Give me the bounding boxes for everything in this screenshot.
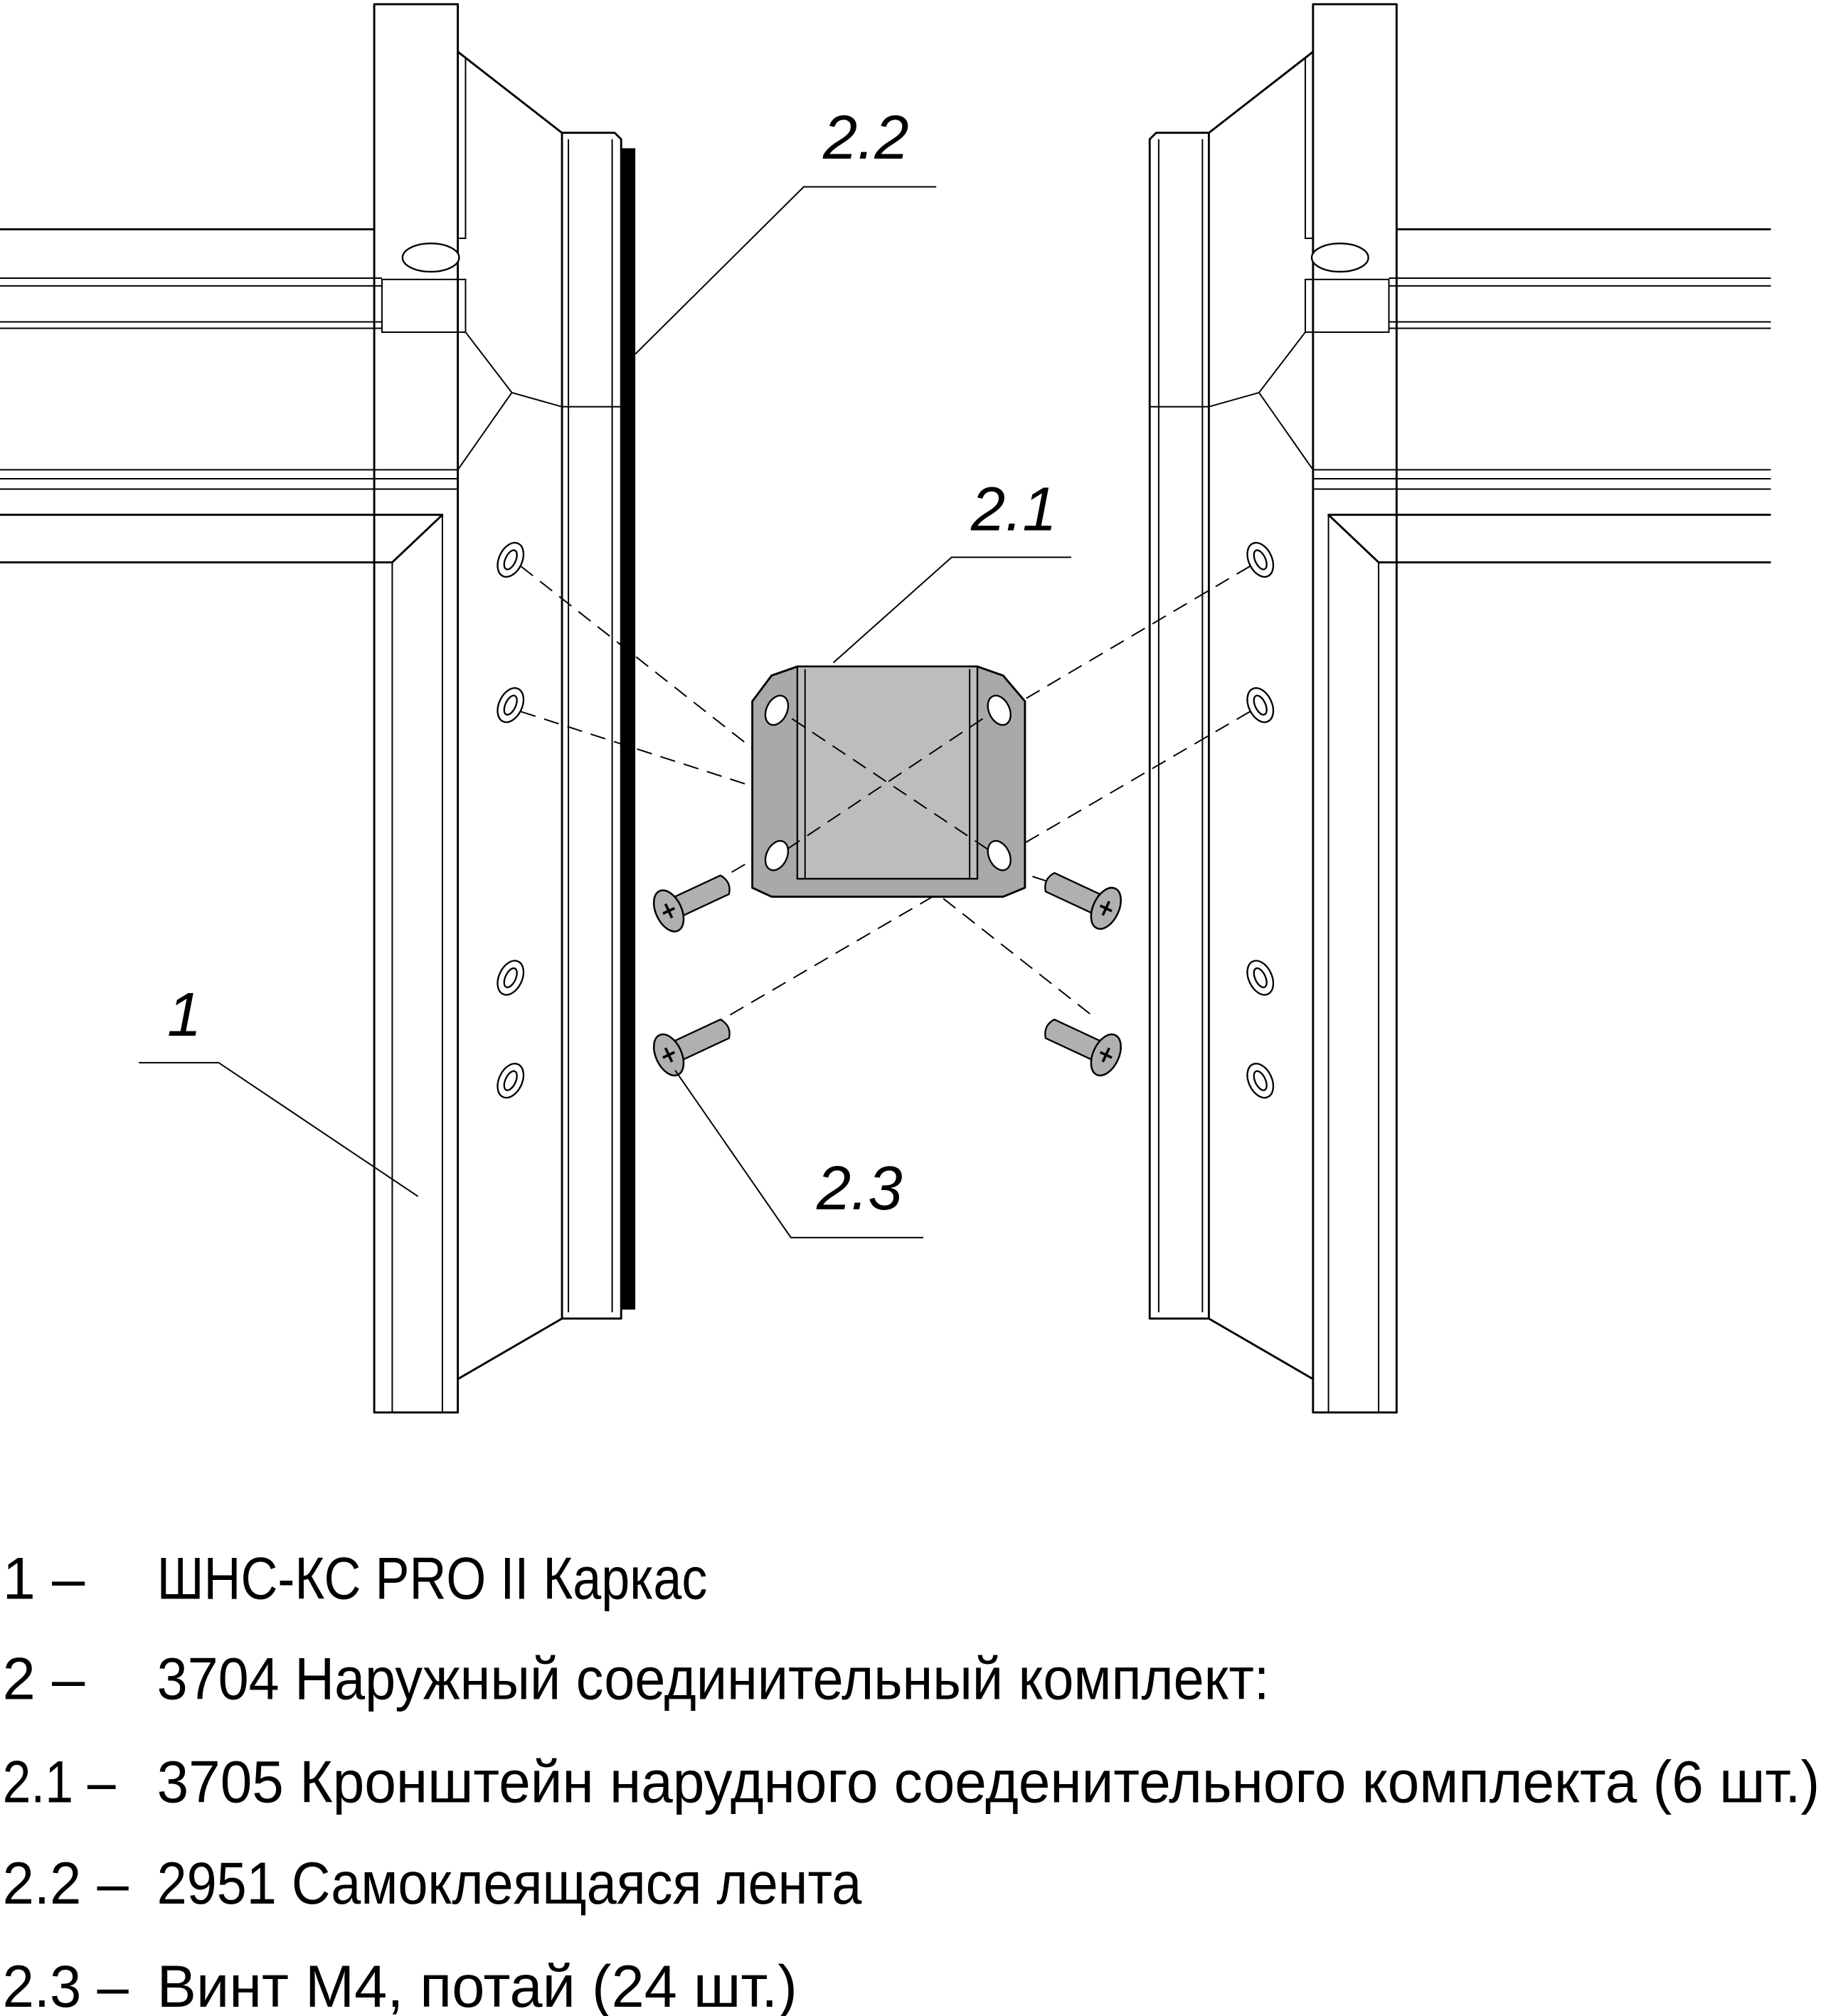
legend-num: 2.3 – <box>3 1953 129 2016</box>
legend-text: Винт М4, потай (24 шт.) <box>157 1953 797 2016</box>
legend-num: 2.2 – <box>3 1850 129 1916</box>
callout-frame: 1 <box>167 980 201 1049</box>
callout-tape: 2.2 <box>822 103 909 172</box>
bracket <box>751 665 1026 898</box>
legend-text: 3705 Кронштейн нарудного соеденительного… <box>157 1749 1820 1815</box>
legend-num: 1 – <box>3 1546 85 1612</box>
legend-num: 2 – <box>3 1646 85 1712</box>
screw <box>646 861 739 938</box>
frame-left <box>0 3 622 1414</box>
callout-screw: 2.3 <box>816 1154 903 1223</box>
screw <box>1036 859 1128 935</box>
legend-text: ШНС-КС PRO II Каркас <box>157 1546 708 1612</box>
adhesive-tape <box>621 148 636 1310</box>
frame-right <box>1148 3 1772 1414</box>
legend: 1 – ШНС-КС PRO II Каркас 2 – 3704 Наружн… <box>3 1546 1820 2016</box>
legend-num: 2.1 – <box>3 1749 117 1815</box>
legend-text: 3704 Наружный соединительный комплект: <box>157 1646 1270 1712</box>
legend-text: 2951 Самоклеящаяся лента <box>157 1850 862 1916</box>
leader-lines <box>139 186 1071 1238</box>
screw <box>646 1006 739 1082</box>
screw <box>1036 1006 1128 1082</box>
callout-bracket: 2.1 <box>970 474 1057 543</box>
